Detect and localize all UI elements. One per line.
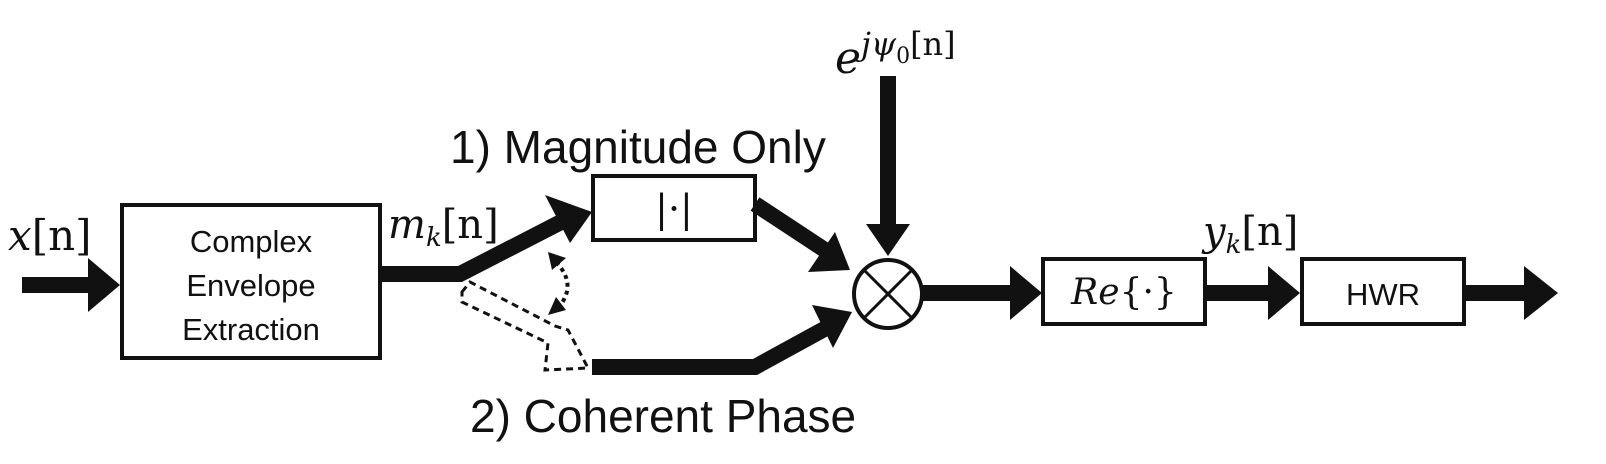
- magnitude-path-label: 1) Magnitude Only: [450, 121, 826, 173]
- multiplier-to-real-arrow: [922, 266, 1042, 320]
- envelope-extraction-block: Complex Envelope Extraction: [120, 203, 382, 360]
- real-to-hwr-arrow: [1205, 266, 1300, 320]
- magnitude-path-wire: [380, 195, 592, 282]
- magnitude-block: |·|: [591, 174, 757, 242]
- real-part-label: Re{·}: [1070, 272, 1177, 313]
- hwr-label: HWR: [1346, 277, 1420, 312]
- envelope-label-line3: Extraction: [182, 312, 320, 347]
- coherent-to-multiplier-arrow: [592, 305, 852, 375]
- multiplier-icon: [852, 258, 924, 330]
- subband-output-label: yk[n]: [1201, 209, 1298, 260]
- input-signal-label: x[n]: [8, 211, 92, 260]
- coherent-path-label: 2) Coherent Phase: [470, 390, 856, 442]
- input-arrow: [22, 258, 120, 312]
- coherent-path-dashed-arrow: [460, 280, 591, 372]
- magnitude-symbol: |·|: [655, 187, 693, 231]
- path-switch-icon: [548, 252, 570, 315]
- real-part-block: Re{·}: [1041, 257, 1207, 326]
- phase-term-label: ejψ0[n]: [835, 25, 956, 84]
- envelope-label-line2: Envelope: [186, 268, 315, 303]
- phase-term-arrow: [866, 76, 910, 256]
- envelope-label-line1: Complex: [190, 224, 313, 259]
- envelope-output-label: mk[n]: [388, 202, 499, 253]
- output-arrow: [1464, 266, 1558, 320]
- hwr-block: HWR: [1300, 257, 1466, 326]
- magnitude-to-multiplier-arrow: [750, 197, 850, 272]
